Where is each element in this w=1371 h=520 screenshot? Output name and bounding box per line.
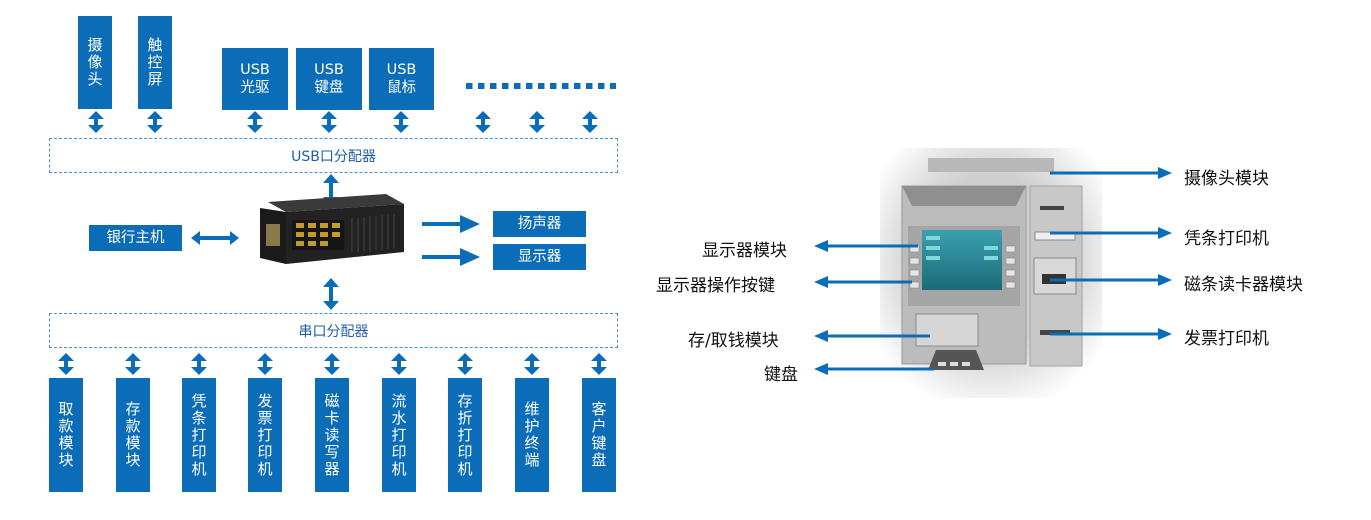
usb-keyboard-label: USB键盘 [314,62,344,96]
camera-label: 摄像头 [87,36,103,88]
usb-mouse-box: USB鼠标 [369,48,434,110]
label-display-buttons: 显示器操作按键 [656,276,775,296]
bank-host-label: 银行主机 [106,230,165,246]
label-receipt-printer: 凭条打印机 [1184,229,1269,249]
serial-module-0: 取款模块 [49,378,83,492]
serial-module-label: 发票打印机 [257,391,273,478]
display-label: 显示器 [517,249,562,265]
label-card-reader: 磁条读卡器模块 [1184,275,1303,295]
serial-hub: 串口分配器 [49,313,618,348]
label-cash-module: 存/取钱模块 [688,331,779,351]
serial-module-label: 存款模块 [125,400,141,469]
serial-module-7: 维护终端 [515,378,549,492]
speaker-box: 扬声器 [493,211,586,237]
serial-module-8: 客户键盘 [582,378,616,492]
usb-optical-label: USB光驱 [240,62,270,96]
bank-host-box: 银行主机 [89,225,182,251]
label-keyboard: 键盘 [764,365,798,385]
host-computer-image [260,194,404,264]
camera-box: 摄像头 [78,16,112,109]
usb-optical-box: USB光驱 [222,48,288,110]
serial-module-2: 凭条打印机 [182,378,216,492]
speaker-label: 扬声器 [517,216,562,232]
serial-module-5: 流水打印机 [382,378,416,492]
atm-image [880,148,1102,398]
serial-hub-label: 串口分配器 [298,323,369,340]
usb-hub-label: USB口分配器 [291,148,376,165]
serial-module-6: 存折打印机 [448,378,482,492]
serial-module-label: 取款模块 [58,400,74,469]
serial-module-label: 维护终端 [524,400,540,469]
label-display-module: 显示器模块 [702,241,787,261]
serial-module-label: 磁卡读写器 [324,391,340,478]
usb-mouse-label: USB鼠标 [386,62,417,96]
serial-module-label: 流水打印机 [391,391,407,478]
serial-module-4: 磁卡读写器 [315,378,349,492]
serial-module-label: 客户键盘 [591,400,607,469]
atm-pointer-arrows [814,167,1172,375]
touchscreen-label: 触控屏 [147,36,163,88]
usb-hub: USB口分配器 [49,138,618,173]
label-camera-module: 摄像头模块 [1184,169,1269,189]
more-devices-dots [466,83,616,89]
usb-keyboard-box: USB键盘 [296,48,362,110]
serial-module-label: 凭条打印机 [191,391,207,478]
touchscreen-box: 触控屏 [138,16,172,109]
display-box: 显示器 [493,244,586,270]
serial-module-3: 发票打印机 [248,378,282,492]
label-invoice-printer: 发票打印机 [1184,329,1269,349]
serial-module-1: 存款模块 [116,378,150,492]
serial-module-label: 存折打印机 [457,391,473,478]
